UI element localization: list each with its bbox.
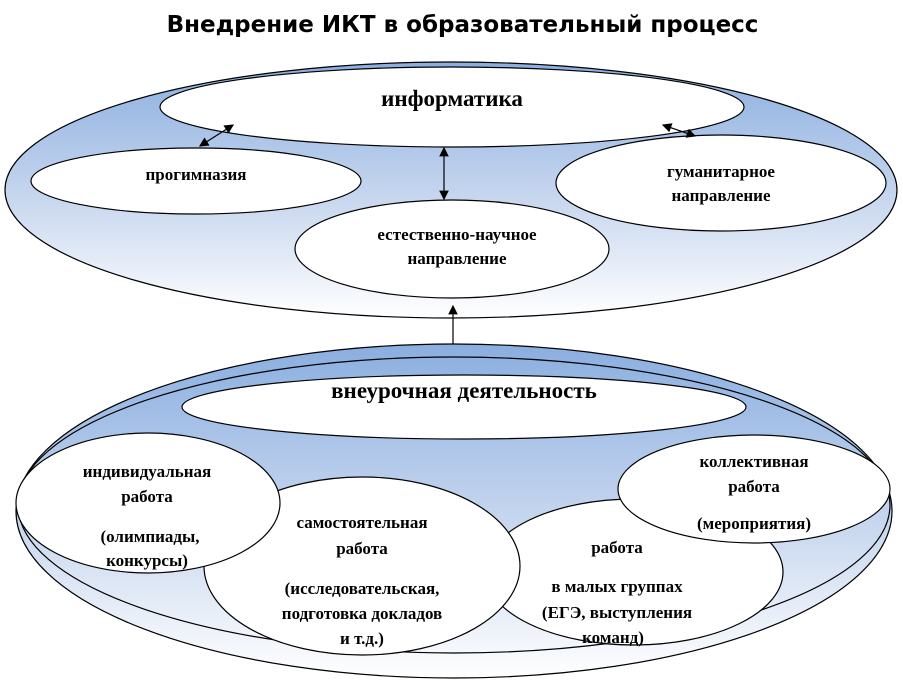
small-groups-label-1: работа — [591, 538, 643, 557]
arrow-progymnasium-informatics — [198, 124, 235, 147]
independent-label-2: работа — [336, 539, 388, 558]
individual-label-2: работа — [121, 487, 173, 506]
individual-label-4: конкурсы) — [106, 551, 188, 570]
small-groups-label-3: (ЕГЭ, выступления — [542, 603, 692, 622]
informatics-label: информатика — [381, 86, 523, 111]
individual-ellipse — [15, 432, 281, 574]
science-ellipse — [294, 199, 610, 299]
progymnasium-label: прогимназия — [146, 165, 247, 184]
humanities-ellipse — [555, 134, 887, 232]
small-groups-label-2: в малых группах — [551, 577, 683, 596]
extracurricular-label: внеурочная деятельность — [331, 378, 597, 403]
ict-subjects-group: информатика прогимназия гуманитарное нап… — [4, 61, 898, 319]
independent-label-5: и т.д.) — [340, 629, 384, 648]
progymnasium-ellipse — [30, 147, 362, 215]
page-title: Внедрение ИКТ в образовательный процесс — [166, 12, 759, 38]
individual-label-3: (олимпиады, — [100, 527, 199, 546]
small-groups-label-4: команд) — [582, 628, 644, 647]
collective-label-1: коллективная — [699, 452, 808, 471]
collective-ellipse — [617, 434, 891, 544]
independent-label-1: самостоятельная — [296, 513, 427, 532]
informatics-ellipse — [159, 66, 745, 148]
science-label-2: направление — [408, 249, 507, 268]
independent-label-3: (исследовательская, — [285, 579, 440, 598]
humanities-label-1: гуманитарное — [667, 162, 775, 181]
collective-label-3: (мероприятия) — [697, 514, 811, 533]
extracurricular-ellipse — [181, 374, 747, 440]
independent-label-4: подготовка докладов — [282, 604, 442, 623]
collective-label-2: работа — [728, 477, 780, 496]
arrow-informatics-humanities — [661, 123, 697, 138]
extracurricular-group: внеурочная деятельность индивидуальная р… — [15, 343, 893, 679]
science-label-1: естественно-научное — [377, 225, 537, 244]
humanities-label-2: направление — [672, 186, 771, 205]
individual-label-1: индивидуальная — [83, 462, 212, 481]
